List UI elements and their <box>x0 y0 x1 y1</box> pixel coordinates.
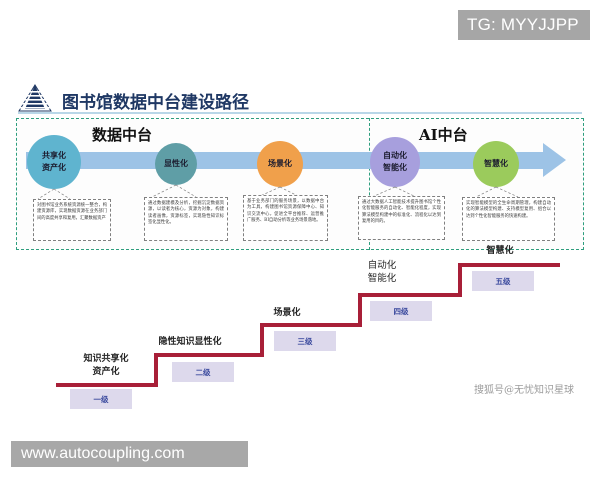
section-label-data-middle-platform: 数据中台 <box>92 126 153 144</box>
maturity-staircase <box>0 245 600 405</box>
site-url-watermark: www.autocoupling.com <box>11 441 248 467</box>
step-label-3-line-0: 场景化 <box>273 308 301 318</box>
sohu-watermark: 搜狐号@无忧知识星球 <box>474 385 574 396</box>
step-label-4-line-1: 智能化 <box>367 273 397 285</box>
stage-callout-2: 基于业务部门的服务场景，以数据中台为工具，构建图书馆资源保障中心、知识交流中心，… <box>243 195 328 241</box>
stage-circle-2[interactable]: 场景化 <box>257 141 303 187</box>
leader-line-3 <box>366 186 428 198</box>
step-box-1[interactable]: 一级 <box>70 389 132 409</box>
leader-line-1 <box>148 184 210 198</box>
step-label-4-line-0: 自动化 <box>367 260 397 271</box>
stage-circle-0[interactable]: 共享化 资产化 <box>27 135 81 189</box>
step-label-2-line-0: 隐性知识显性化 <box>158 337 222 347</box>
stage-callout-1: 通过数据建模及分析，挖掘沉淀数据资源，以读者为核心，资源为对象，构建读者画像，资… <box>144 197 228 241</box>
telegram-watermark-badge: TG: MYYJJPP <box>458 10 590 40</box>
stage-circle-4-line-0: 智慧化 <box>484 158 508 169</box>
page-title: 图书馆数据中台建设路径 <box>62 93 249 113</box>
step-box-3[interactable]: 三级 <box>274 331 336 351</box>
step-box-5[interactable]: 五级 <box>472 271 534 291</box>
stage-circle-4[interactable]: 智慧化 <box>473 141 519 187</box>
stage-callout-3: 通过大数据人工智能技术提升图书馆个性化智能服务的自动化、智能化程度，实现算法模型… <box>358 196 445 240</box>
stage-circle-0-line-1: 资产化 <box>42 162 66 172</box>
step-label-1-line-0: 知识共享化 <box>83 354 129 364</box>
step-box-4[interactable]: 四级 <box>370 301 432 321</box>
step-label-4: 自动化 智能化 <box>348 259 416 286</box>
step-label-1: 知识共享化 资产化 <box>66 353 146 379</box>
step-box-2[interactable]: 二级 <box>172 362 234 382</box>
section-label-ai-middle-platform: AI中台 <box>419 126 468 144</box>
step-label-3: 场景化 <box>256 307 318 320</box>
progress-arrow-head-icon <box>543 143 566 177</box>
page-title-row: 图书馆数据中台建设路径 <box>18 82 249 112</box>
title-underline-rule <box>18 112 582 114</box>
stage-circle-1[interactable]: 显性化 <box>155 143 197 185</box>
stage-callout-4: 实现智能模型的全生命周期管理，构建自动化的算法模型构建、支持模型复用、组合以达到… <box>462 197 555 241</box>
stage-circle-3-line-0: 自动化 <box>383 150 407 161</box>
leader-line-0 <box>36 188 96 200</box>
leader-line-4 <box>470 186 536 198</box>
stage-circle-0-line-0: 共享化 <box>42 150 66 161</box>
stage-circle-2-line-0: 场景化 <box>268 158 292 169</box>
panel-section-divider <box>369 118 370 250</box>
step-label-1-line-1: 资产化 <box>92 366 120 377</box>
stage-circle-1-line-0: 显性化 <box>164 158 188 169</box>
stage-callout-0: 对图书馆业务系统资源统一整合，构建资源库，实现数据资源在业务部门间的高度共享和复… <box>33 199 111 241</box>
step-label-2: 隐性知识显性化 <box>150 336 230 349</box>
stage-circle-3-line-1: 智能化 <box>383 162 407 172</box>
step-label-5: 智慧化 <box>464 245 536 258</box>
pyramid-logo-icon <box>18 84 52 112</box>
stage-circle-3[interactable]: 自动化 智能化 <box>370 137 420 187</box>
step-label-5-line-0: 智慧化 <box>486 246 514 256</box>
